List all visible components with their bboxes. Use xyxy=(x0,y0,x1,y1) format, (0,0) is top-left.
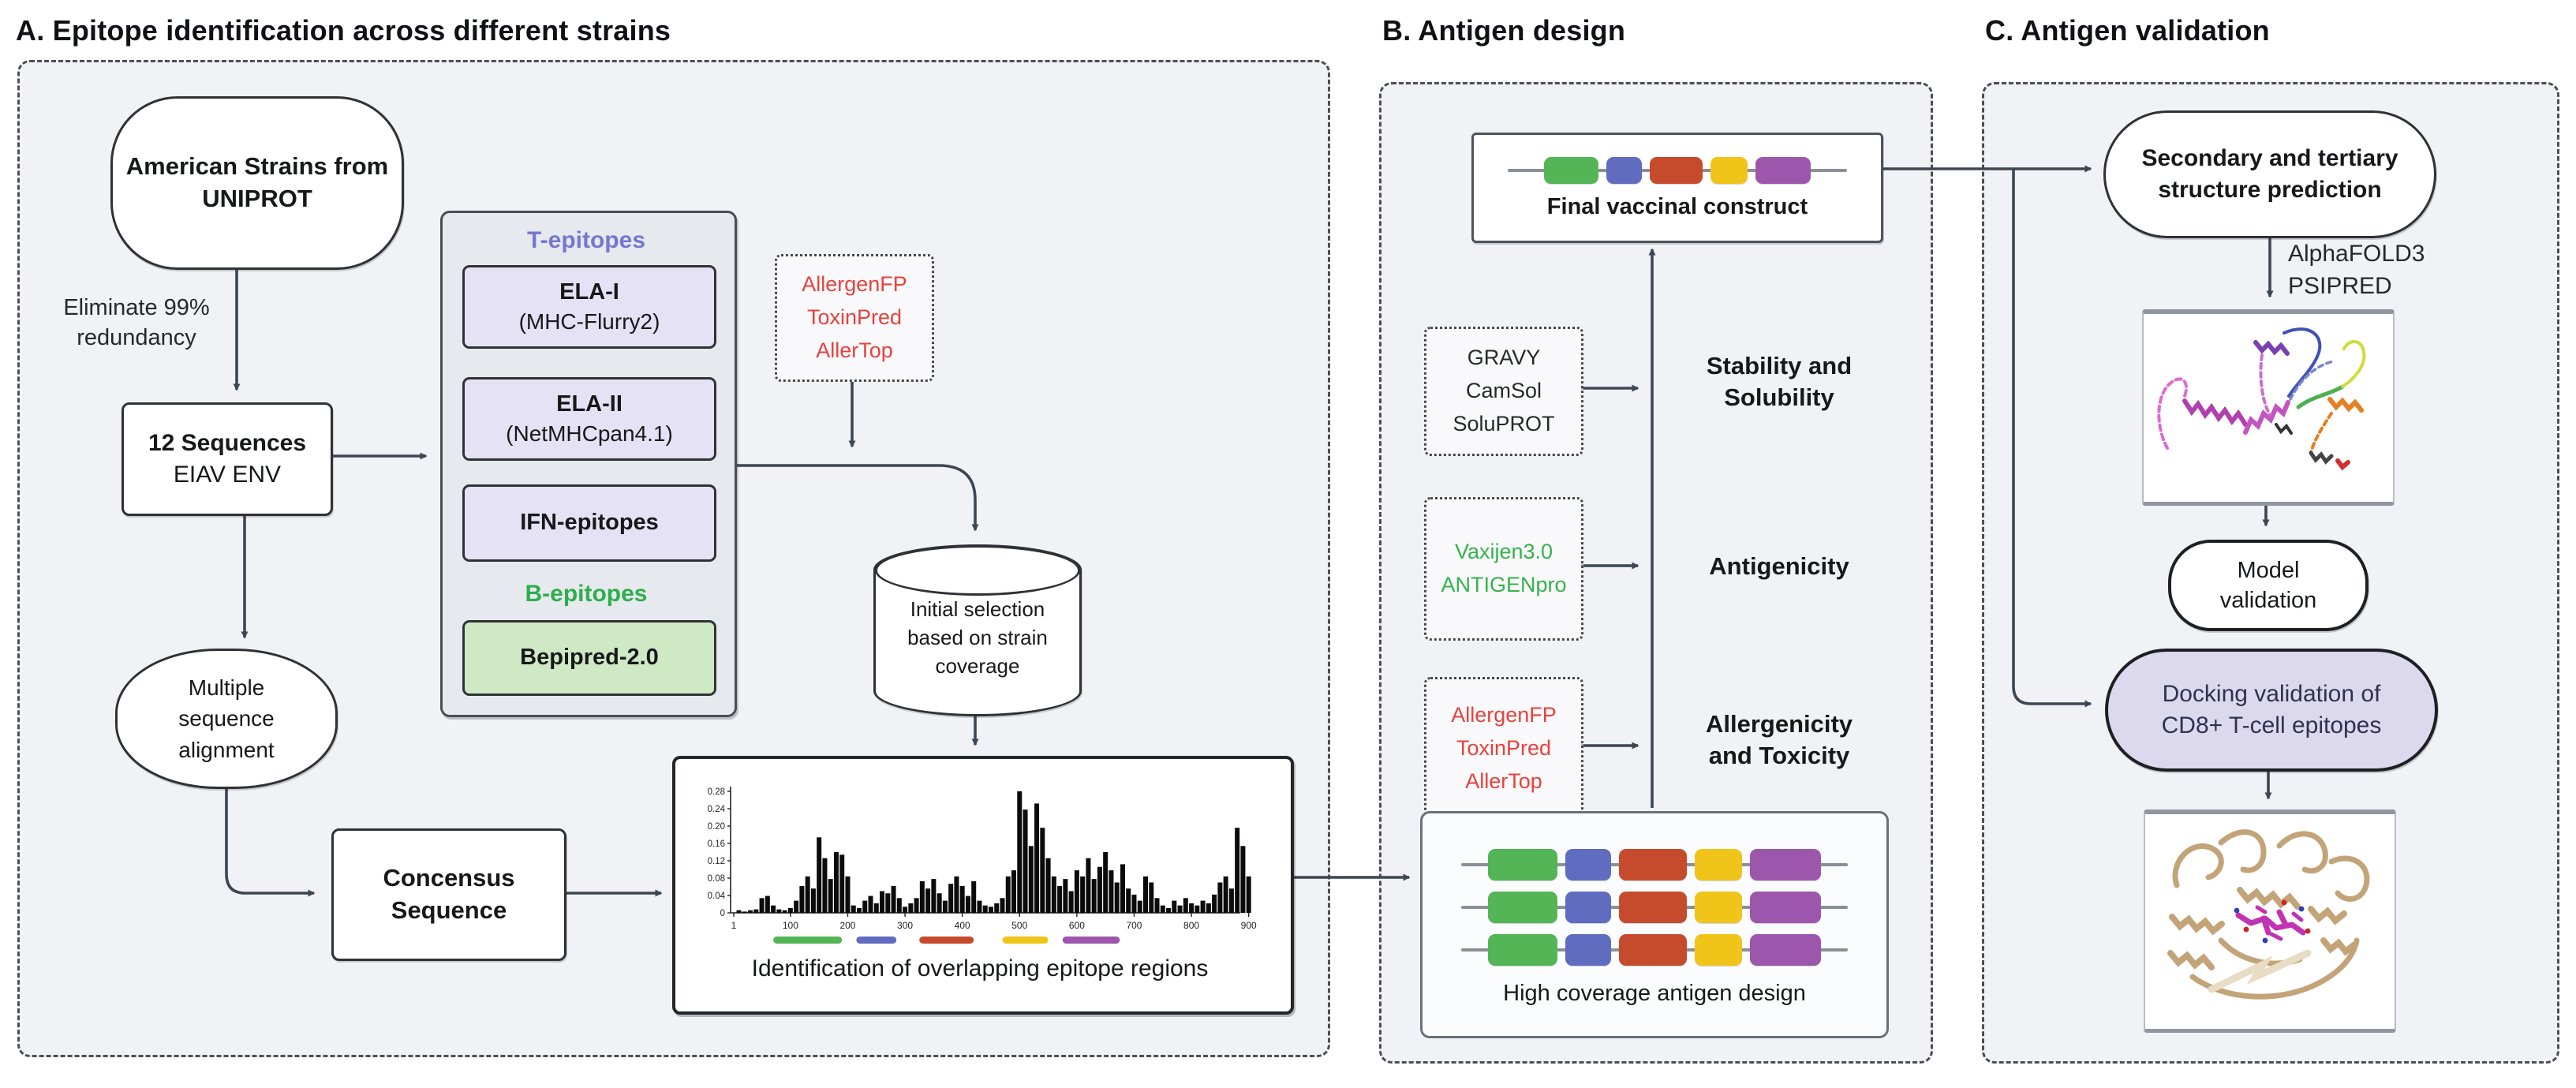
svg-text:200: 200 xyxy=(839,920,855,931)
docking-drawing xyxy=(2167,829,2370,1000)
structure-prediction-image xyxy=(2142,309,2395,506)
allergenicity-label: Allergenicity and Toxicity xyxy=(1705,710,1853,770)
svg-text:0.28: 0.28 xyxy=(708,787,725,797)
antigen-row-1 xyxy=(1461,847,1848,882)
american-strains-node: American Strains from UNIPROT xyxy=(110,96,404,270)
svg-text:1: 1 xyxy=(731,920,737,931)
epitope-block-1 xyxy=(1565,848,1611,880)
epitope-block-4 xyxy=(1750,933,1821,966)
msa-node: Multiple sequence alignment xyxy=(115,649,338,789)
svg-text:500: 500 xyxy=(1011,920,1027,931)
vaxijen-box: Vaxijen3.0 ANTIGENpro xyxy=(1424,497,1583,641)
svg-text:300: 300 xyxy=(897,920,913,931)
epitope-region-segment-2 xyxy=(919,937,974,944)
structure-tools-label: AlphaFOLD3 PSIPRED xyxy=(2288,241,2425,299)
secondary-structure-node: Secondary and tertiary structure predict… xyxy=(2103,110,2436,238)
epitope-block-1 xyxy=(1565,891,1611,923)
epitope-block-0 xyxy=(1488,933,1557,966)
svg-text:800: 800 xyxy=(1183,920,1199,931)
antigen-row-3 xyxy=(1461,933,1848,967)
epitope-region-segment-1 xyxy=(856,937,897,944)
antigenicity-label: Antigenicity xyxy=(1709,552,1849,580)
epitope-region-segment-4 xyxy=(1062,937,1120,944)
svg-text:0.04: 0.04 xyxy=(708,892,726,901)
epitope-block-3 xyxy=(1695,891,1742,923)
consensus-node: Concensus Sequence xyxy=(331,828,566,961)
stability-label: Stability and Solubility xyxy=(1706,352,1853,412)
high-coverage-box: High coverage antigen design xyxy=(1420,811,1889,1038)
svg-text:600: 600 xyxy=(1069,920,1085,931)
initial-selection-cylinder: Initial selection based on strain covera… xyxy=(873,544,1082,716)
high-coverage-caption: High coverage antigen design xyxy=(1503,980,1806,1006)
chart-caption: Identification of overlapping epitope re… xyxy=(751,955,1209,981)
sequences-line1: 12 Sequences xyxy=(148,430,307,457)
epitope-block-0 xyxy=(1488,848,1557,880)
epitope-block-3 xyxy=(1695,848,1742,880)
ifn-epitopes-box: IFN-epitopes xyxy=(462,484,716,562)
model-validation-node: Model validation xyxy=(2168,540,2368,631)
ela2-box: ELA-II (NetMHCpan4.1) xyxy=(462,377,716,461)
american-strains-line2: UNIPROT xyxy=(202,185,312,212)
gravy-box: GRAVY CamSol SoluPROT xyxy=(1424,327,1583,456)
panel-a-title: A. Epitope identification across differe… xyxy=(16,14,671,47)
svg-text:0.08: 0.08 xyxy=(708,874,725,884)
ela1-box: ELA-I (MHC-Flurry2) xyxy=(462,265,716,349)
ribbon-drawing xyxy=(2157,327,2366,471)
svg-text:700: 700 xyxy=(1126,920,1142,931)
epitope-block-3 xyxy=(1695,933,1742,966)
svg-text:100: 100 xyxy=(783,920,798,931)
epitope-region-segment-0 xyxy=(773,937,843,944)
svg-text:0.16: 0.16 xyxy=(708,839,725,849)
allergen-filter-box: AllergenFP ToxinPred AllerTop xyxy=(775,254,934,382)
epitope-block-0 xyxy=(1544,156,1598,184)
epitope-block-4 xyxy=(1755,156,1811,184)
svg-text:0.20: 0.20 xyxy=(708,822,725,832)
epitope-frequency-chart: 0.28 0.24 0.20 0.16 0.12 0.08 0.04 01 100 200 300 4… xyxy=(708,787,1257,944)
allergenicity-tools-box: AllergenFP ToxinPred AllerTop xyxy=(1424,677,1583,821)
sequences-node: 12 Sequences EIAV ENV xyxy=(122,402,333,516)
docking-structure-image xyxy=(2144,809,2396,1033)
epitope-region-segment-3 xyxy=(1002,937,1049,944)
docking-validation-node: Docking validation of CD8+ T-cell epitop… xyxy=(2105,649,2438,772)
panel-c-title: C. Antigen validation xyxy=(1985,14,2270,47)
american-strains-line1: American Strains from xyxy=(125,152,389,181)
sequences-line2: EIAV ENV xyxy=(173,462,282,488)
bepipred-box: Bepipred-2.0 xyxy=(462,620,716,696)
svg-text:0: 0 xyxy=(720,909,725,918)
svg-text:0.12: 0.12 xyxy=(708,857,725,866)
eliminate-redundancy-label: Eliminate 99% redundancy xyxy=(63,295,210,350)
b-epitopes-label: B-epitopes xyxy=(525,581,648,607)
final-construct-caption: Final vaccinal construct xyxy=(1546,193,1808,219)
cylinder-top-ellipse xyxy=(875,545,1080,596)
t-epitopes-label: T-epitopes xyxy=(526,227,645,253)
final-construct-box: Final vaccinal construct xyxy=(1471,133,1883,243)
epitope-block-2 xyxy=(1619,848,1687,880)
epitope-block-4 xyxy=(1750,891,1821,923)
epitope-chart-box xyxy=(672,756,1294,1015)
epitope-block-2 xyxy=(1619,891,1687,923)
epitope-block-2 xyxy=(1619,933,1687,966)
epitope-block-3 xyxy=(1710,156,1748,184)
panel-b-title: B. Antigen design xyxy=(1382,14,1626,47)
epitope-block-4 xyxy=(1750,848,1821,880)
svg-text:0.24: 0.24 xyxy=(708,805,726,814)
epitope-block-0 xyxy=(1488,891,1557,923)
final-construct-blocks xyxy=(1508,154,1847,187)
epitope-block-1 xyxy=(1606,156,1642,184)
epitope-block-1 xyxy=(1565,933,1611,966)
svg-text:900: 900 xyxy=(1241,920,1257,931)
epitope-block-2 xyxy=(1649,156,1703,184)
svg-text:400: 400 xyxy=(955,920,970,931)
antigen-row-2 xyxy=(1461,890,1848,925)
